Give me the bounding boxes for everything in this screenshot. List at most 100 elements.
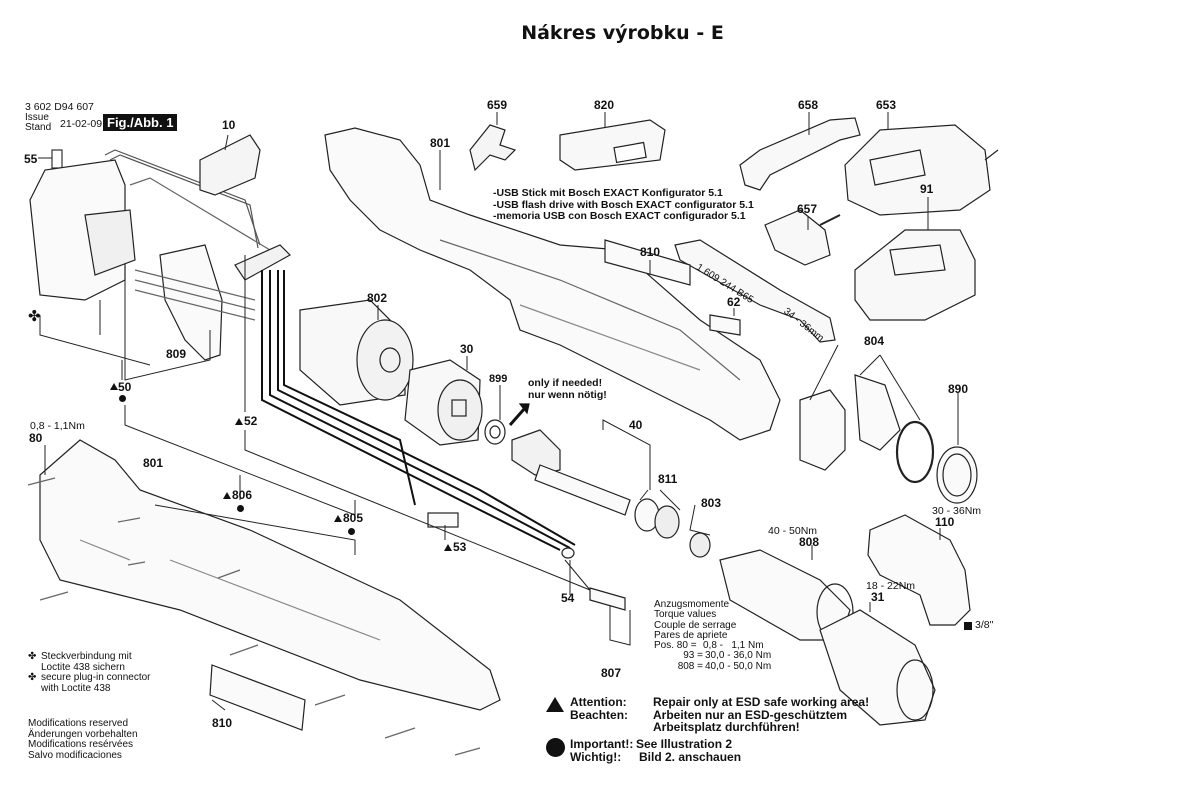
warning-text: Arbeiten nur an ESD-geschütztem [653,707,848,722]
note-line: secure plug-in connector [41,672,151,683]
torque-table: Anzugsmomente Torque values Couple de se… [654,599,772,672]
warning-text: Arbeitsplatz durchführen! [653,720,800,734]
electronics-module-drawing [29,149,291,361]
part-label: 30 [460,342,474,356]
torque-callout-80: 0,8 - 1,1Nm [30,420,85,432]
esd-triangle-icon [444,544,452,551]
note-line: Änderungen vorbehalten [28,728,138,740]
part-62-drawing [709,314,741,336]
issue-stand-label: Issue Stand [25,113,51,133]
only-if-needed-note: only if needed! nur wenn nötig! [528,377,607,401]
usb-stick-820-drawing [559,119,666,171]
part-label: 657 [797,202,818,216]
spindle-40-drawing [511,429,631,516]
ring-811-b-drawing [654,505,680,539]
torque-heading: Anzugsmomente [654,599,730,610]
part-label: 52 [244,414,258,428]
label-810-top-drawing [604,239,691,286]
part-label: 31 [871,590,885,604]
torque-callout-31: 18 - 22Nm [866,580,916,592]
part-label: 53 [453,540,467,554]
torque-value: 40,0 - 50,0 Nm [705,660,772,672]
part-label: 890 [948,382,969,396]
clover-icon: ✤ [28,672,37,683]
important-label: Wichtig!: [570,749,622,764]
torque-callout-808: 40 - 50Nm [768,525,818,537]
gearbox-30-drawing [404,359,483,446]
important-dot-icon [237,505,244,512]
note-line: only if needed! [528,377,603,389]
esd-triangle-icon [223,492,231,499]
note-line: nur wenn nötig! [528,388,607,401]
battery-91-drawing [854,229,976,321]
arrow-icon [508,407,527,426]
esd-triangle-icon [334,515,342,522]
part-804-b-drawing [854,374,901,451]
usb-note-line: -USB Stick mit Bosch EXACT Konfigurator … [493,187,723,199]
drive-size: 3/8" [975,619,994,631]
important-text: See Illustration 2 [636,737,733,751]
screws-drawing [27,477,481,756]
important-dot-icon [546,738,565,757]
important-note: Important!:See Illustration 2 Wichtig!:B… [570,738,741,763]
housing-801-top-drawing [324,127,781,441]
part-label: 810 [212,716,233,730]
part-804-a-drawing [799,389,846,471]
motor-802-drawing [299,299,414,406]
plug-54-drawing [561,547,575,559]
usb-note: -USB Stick mit Bosch EXACT Konfigurator … [493,187,754,223]
part-label: 40 [629,418,643,432]
note-line: Loctite 438 sichern [41,661,125,673]
esd-warning: Attention:Repair only at ESD safe workin… [570,696,869,734]
wire-harness-drawing [261,270,576,551]
warning-text: Repair only at ESD safe working area! [653,695,870,709]
warning-triangle-icon [546,697,564,712]
o-ring-804-drawing [895,420,935,484]
document-number: 3 602 D94 607 [25,101,94,113]
note-line: with Loctite 438 [41,682,111,694]
torque-heading: Torque values [654,609,717,621]
part-label: 91 [920,182,934,196]
warning-label: Beachten: [570,707,629,722]
note-line: Modifications resérvées [28,739,134,750]
clover-icon: ✤ [28,651,37,662]
cover-10-drawing [199,134,261,196]
torque-value: 30,0 - 36,0 Nm [705,650,772,662]
connector-53-drawing [427,512,459,528]
part-label: 110 [935,515,955,529]
square-drive-icon [964,622,972,630]
part-label: 62 [727,295,741,309]
washer-899-drawing [484,419,506,445]
esd-triangle-icon [110,383,118,390]
torque-row: 808 =40,0 - 50,0 Nm [654,660,772,672]
part-label: 801 [430,136,451,150]
important-dot-icon [348,528,355,535]
cover-807-drawing [589,587,626,611]
charger-653-drawing [844,124,999,216]
torque-heading: Couple de serrage [654,619,737,631]
part-label: 808 [799,535,820,549]
angle-head-110-drawing [867,514,971,626]
modifications-note: Modifications reserved Änderungen vorbeh… [28,718,138,761]
part-label: 805 [343,511,364,525]
part-label: 658 [798,98,819,112]
torque-row: 93 =30,0 - 36,0 Nm [654,650,772,662]
usb-note-line: -USB flash drive with Bosch EXACT config… [493,198,754,211]
torque-row: Pos. 80 =0,8 - 1,1 Nm [654,640,771,651]
part-label: 809 [166,347,187,361]
usb-note-line: -memoria USB con Bosch EXACT configurado… [493,210,746,222]
important-dot-icon [119,395,126,402]
part-label: 50 [118,380,132,394]
torque-heading: Pares de apriete [654,629,728,641]
part-label: 653 [876,98,897,112]
part-label: 54 [561,591,575,605]
part-31-drawing [819,609,936,726]
leader-lines [38,112,959,711]
housing-801-bottom-drawing [39,439,501,711]
part-label: 810 [640,245,661,259]
clip-659-drawing [469,124,517,172]
part-label: 899 [489,373,508,385]
